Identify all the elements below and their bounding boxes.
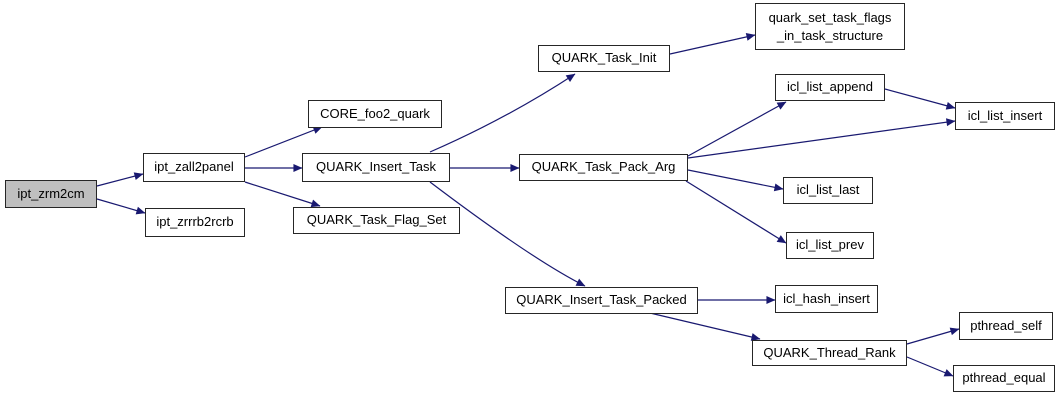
- node-QUARK_Thread_Rank[interactable]: QUARK_Thread_Rank: [752, 340, 907, 366]
- node-QUARK_Insert_Task[interactable]: QUARK_Insert_Task: [302, 153, 450, 182]
- node-pthread_equal[interactable]: pthread_equal: [953, 365, 1055, 392]
- edge-QUARK_Task_Pack_Arg--icl_list_insert: [687, 118, 956, 159]
- edges: [96, 33, 960, 377]
- node-QUARK_Task_Flag_Set[interactable]: QUARK_Task_Flag_Set: [293, 207, 460, 234]
- edge-ipt_zrm2cm--ipt_zrrrb2rcrb: [96, 198, 146, 215]
- edge-QUARK_Thread_Rank--pthread_self: [906, 327, 960, 345]
- edge-QUARK_Insert_Task--QUARK_Insert_Task_Packed: [429, 181, 586, 287]
- node-QUARK_Insert_Task_Packed[interactable]: QUARK_Insert_Task_Packed: [505, 287, 698, 314]
- node-icl_list_insert[interactable]: icl_list_insert: [955, 102, 1055, 130]
- edge-QUARK_Task_Pack_Arg--icl_list_prev: [685, 180, 787, 244]
- edge-ipt_zall2panel--QUARK_Task_Flag_Set: [244, 181, 321, 208]
- node-icl_hash_insert[interactable]: icl_hash_insert: [775, 285, 878, 313]
- edge-QUARK_Thread_Rank--pthread_equal: [906, 356, 954, 377]
- node-icl_list_append[interactable]: icl_list_append: [775, 74, 885, 101]
- edge-QUARK_Task_Init--quark_set_task_flags: [669, 33, 756, 55]
- node-QUARK_Task_Init[interactable]: QUARK_Task_Init: [538, 45, 670, 72]
- node-icl_list_prev[interactable]: icl_list_prev: [786, 232, 874, 259]
- edge-QUARK_Insert_Task--QUARK_Task_Init: [429, 73, 576, 153]
- node-icl_list_last[interactable]: icl_list_last: [783, 177, 873, 204]
- node-QUARK_Task_Pack_Arg[interactable]: QUARK_Task_Pack_Arg: [519, 154, 688, 181]
- node-ipt_zrrrb2rcrb[interactable]: ipt_zrrrb2rcrb: [145, 208, 245, 237]
- edge-ipt_zrm2cm--ipt_zall2panel: [96, 172, 144, 187]
- edge-QUARK_Task_Pack_Arg--icl_list_append: [687, 101, 787, 157]
- edge-icl_list_append--icl_list_insert: [884, 88, 956, 110]
- node-ipt_zrm2cm: ipt_zrm2cm: [5, 180, 97, 208]
- node-ipt_zall2panel[interactable]: ipt_zall2panel: [143, 153, 245, 182]
- edge-ipt_zall2panel--CORE_foo2_quark: [244, 126, 323, 158]
- node-quark_set_task_flags[interactable]: quark_set_task_flags _in_task_structure: [755, 3, 905, 50]
- edge-QUARK_Insert_Task_Packed--QUARK_Thread_Rank: [649, 312, 761, 341]
- node-CORE_foo2_quark[interactable]: CORE_foo2_quark: [308, 100, 442, 128]
- edge-QUARK_Task_Pack_Arg--icl_list_last: [687, 169, 784, 192]
- node-pthread_self[interactable]: pthread_self: [959, 312, 1053, 340]
